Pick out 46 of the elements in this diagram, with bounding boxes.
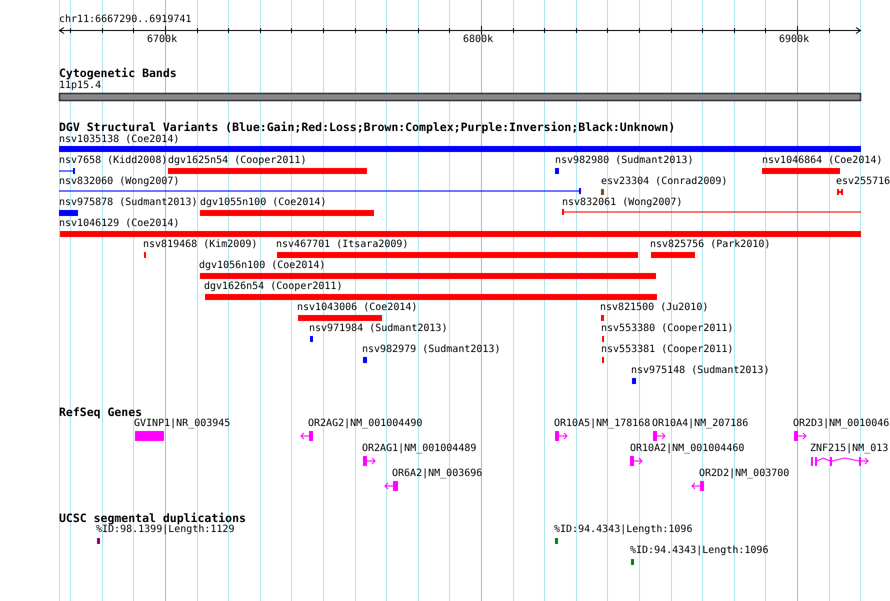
feature-label: nsv553380 (Cooper2011) <box>601 323 734 335</box>
duplication-label: %ID:94.4343|Length:1096 <box>630 545 768 557</box>
gene-label: OR2AG2|NM_001004490 <box>308 418 422 430</box>
feature-label: nsv975148 (Sudmant2013) <box>631 365 770 377</box>
feature-label: nsv832060 (Wong2007) <box>59 176 180 188</box>
feature-label: nsv7658 (Kidd2008) <box>59 155 168 167</box>
gene-label: OR2D2|NM_003700 <box>699 468 790 480</box>
track-title: DGV Structural Variants (Blue:Gain;Red:Loss;Brown:Complex;Purple:Inversion;Black:Unknown) <box>59 121 676 134</box>
track-title: UCSC segmental duplications <box>59 512 246 525</box>
gene-label: OR10A5|NM_178168 <box>554 418 650 430</box>
feature-label: dgv1055n100 (Coe2014) <box>200 197 326 209</box>
tick-label: 6800k <box>463 34 494 46</box>
feature-label: nsv1046864 (Coe2014) <box>762 155 882 167</box>
feature-label: nsv467701 (Itsara2009) <box>276 239 408 251</box>
feature-label: nsv819468 (Kim2009) <box>143 239 258 251</box>
coordinate-label: chr11:6667290..6919741 <box>59 14 192 26</box>
gene-label: ZNF215|NM_013 <box>810 443 888 455</box>
feature-label: nsv553381 (Cooper2011) <box>601 344 734 356</box>
feature-label: esv23304 (Conrad2009) <box>601 176 728 188</box>
feature-label: nsv982979 (Sudmant2013) <box>362 344 500 356</box>
gene-label: GVINP1|NR_003945 <box>134 418 230 430</box>
band-label: 11p15.4 <box>59 80 102 92</box>
feature-label: nsv825756 (Park2010) <box>650 239 770 251</box>
feature-label: nsv821500 (Ju2010) <box>600 302 708 314</box>
gene-label: OR2D3|NM_0010046 <box>793 418 890 430</box>
track-title: RefSeq Genes <box>59 406 142 419</box>
feature-label: esv255716 <box>836 176 890 188</box>
feature-label: nsv832061 (Wong2007) <box>562 197 682 209</box>
duplication-label: %ID:98.1399|Length:1129 <box>96 524 234 536</box>
tick-label: 6700k <box>147 34 178 46</box>
track-title: Cytogenetic Bands <box>59 67 177 80</box>
feature-label: nsv971984 (Sudmant2013) <box>309 323 448 335</box>
feature-label: dgv1056n100 (Coe2014) <box>199 260 326 272</box>
gene-label: OR10A4|NM_207186 <box>652 418 748 430</box>
feature-label: dgv1626n54 (Cooper2011) <box>204 281 342 293</box>
feature-label: nsv1035138 (Coe2014) <box>59 134 180 146</box>
feature-label: nsv1043006 (Coe2014) <box>297 302 418 314</box>
gene-label: OR6A2|NM_003696 <box>392 468 482 480</box>
feature-label: nsv982980 (Sudmant2013) <box>555 155 694 167</box>
duplication-label: %ID:94.4343|Length:1096 <box>554 524 692 536</box>
feature-label: dgv1625n54 (Cooper2011) <box>168 155 306 167</box>
tick-label: 6900k <box>779 34 810 46</box>
feature-label: nsv1046129 (Coe2014) <box>59 218 180 230</box>
feature-label: nsv975878 (Sudmant2013) <box>59 197 198 209</box>
gene-label: OR2AG1|NM_001004489 <box>362 443 476 455</box>
gene-label: OR10A2|NM_001004460 <box>630 443 744 455</box>
